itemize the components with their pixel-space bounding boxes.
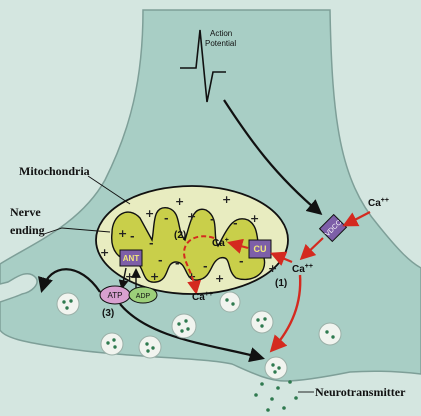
- svg-text:+: +: [175, 195, 184, 208]
- svg-text:-: -: [175, 257, 180, 270]
- vesicle: [250, 310, 274, 334]
- nerve-ending-pointer: [43, 227, 111, 235]
- neurotransmitter-label: Neurotransmitter: [315, 385, 406, 399]
- svg-text:-: -: [149, 237, 154, 250]
- membrane-potential-signs: + + + + + + + + + + + + - - - - - - - - …: [100, 193, 277, 285]
- ant-transporter: ANT: [119, 249, 143, 267]
- vesicle: [219, 291, 241, 313]
- mitochondria-pointer: [87, 175, 131, 205]
- svg-text:+: +: [100, 246, 109, 259]
- svg-text:-: -: [130, 230, 135, 243]
- nerve-ending-label-1: Nerve: [10, 205, 41, 219]
- mito-release-dashed-arrow: [183, 235, 215, 295]
- ca-mito-uptake-label: Ca+: [212, 237, 229, 249]
- vesicle: [171, 313, 197, 339]
- step-1-label: (1): [275, 278, 287, 289]
- vdcc-to-cytosol-arrow: [299, 237, 324, 261]
- svg-text:+: +: [150, 270, 159, 283]
- svg-text:-: -: [239, 255, 244, 268]
- vesicle: [56, 292, 80, 316]
- ca-inside-label: Ca++: [292, 263, 313, 275]
- cu-label: CU: [254, 244, 267, 254]
- mitochondria-label: Mitochondria: [19, 164, 90, 178]
- action-potential-label-1: Action: [210, 29, 232, 38]
- svg-text:-: -: [158, 254, 163, 267]
- vesicle: [318, 322, 342, 346]
- svg-text:+: +: [250, 212, 259, 225]
- released-neurotransmitter: [254, 380, 298, 412]
- ca-influx-arrow: [342, 211, 371, 227]
- ca-to-release-arrow: [269, 274, 302, 353]
- vdcc-channel: VDCC: [318, 213, 348, 243]
- vesicle: [264, 356, 288, 380]
- svg-text:+: +: [268, 262, 277, 275]
- svg-text:-: -: [203, 260, 208, 273]
- step-3-label: (3): [102, 308, 114, 319]
- atp-label: ATP: [108, 291, 123, 300]
- svg-text:+: +: [118, 227, 127, 240]
- svg-text:+: +: [125, 270, 134, 283]
- svg-text:-: -: [164, 212, 169, 225]
- svg-text:+: +: [187, 210, 196, 223]
- svg-text:+: +: [145, 207, 154, 220]
- cu-to-matrix-arrow: [227, 238, 249, 254]
- svg-text:-: -: [210, 213, 215, 226]
- propagation-arrow: [223, 99, 323, 215]
- action-potential-label-2: Potential: [205, 39, 236, 48]
- vesicle: [138, 335, 162, 359]
- adp-label: ADP: [136, 293, 151, 300]
- svg-text:-: -: [233, 217, 238, 230]
- atp-to-endocytosis-arrow: [37, 268, 101, 293]
- atp-to-exocytosis-arrow: [119, 303, 265, 363]
- ant-label: ANT: [123, 254, 140, 263]
- synaptic-vesicles: [56, 291, 342, 380]
- nerve-ending-label-2: ending: [10, 223, 45, 237]
- svg-text:+: +: [215, 272, 224, 285]
- cytosol-to-cu-arrow: [270, 251, 293, 266]
- ca-released-label: Ca++: [192, 291, 213, 303]
- adp-molecule: [128, 286, 158, 304]
- ant-to-atp-arrow: [118, 267, 129, 290]
- step-2-label: (2): [174, 230, 186, 241]
- cu-uniporter: CU: [248, 239, 272, 259]
- svg-text:+: +: [222, 193, 231, 206]
- vesicle: [100, 332, 124, 356]
- action-potential-trace: [180, 29, 226, 103]
- ca-outside-label: Ca++: [368, 197, 389, 209]
